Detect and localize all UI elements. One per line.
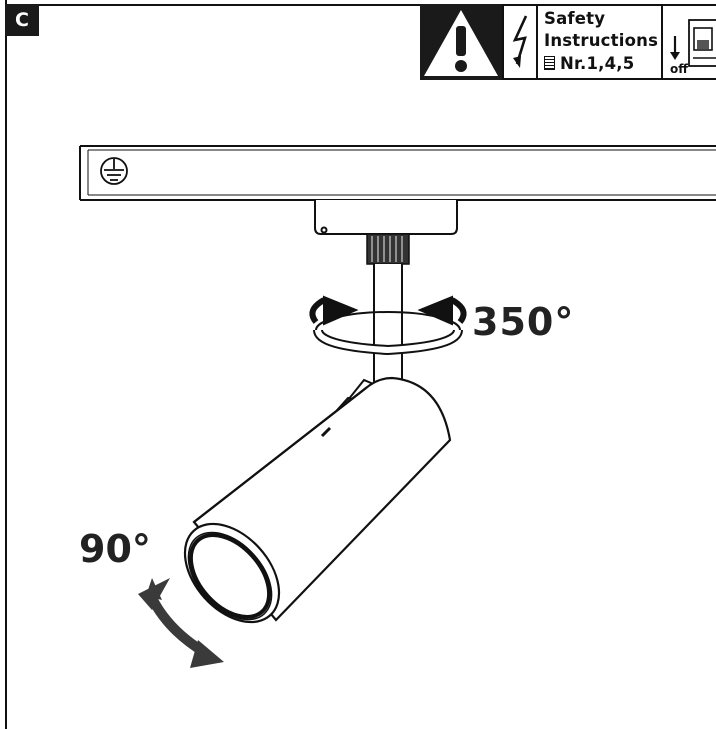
warning-triangle-icon bbox=[424, 10, 498, 76]
safety-reference: Nr.1,4,5 bbox=[544, 54, 634, 73]
lightning-icon bbox=[512, 15, 528, 68]
knurled-connector bbox=[366, 233, 410, 265]
warning-panel bbox=[420, 4, 502, 80]
track-rail bbox=[79, 145, 716, 201]
horizontal-rotation-label: 350° bbox=[472, 300, 575, 344]
track-adapter bbox=[314, 200, 458, 235]
top-border bbox=[5, 4, 716, 6]
rotation-arrow-350 bbox=[309, 295, 467, 356]
switch-off-label: off bbox=[670, 62, 688, 76]
tilt-arrow-90 bbox=[138, 578, 224, 668]
section-letter-badge: C bbox=[5, 4, 39, 36]
left-border bbox=[5, 0, 7, 729]
spotlight-lens bbox=[183, 522, 281, 624]
document-icon bbox=[544, 56, 555, 70]
electric-hazard-cell bbox=[502, 4, 538, 80]
safety-title: Safety bbox=[544, 9, 606, 28]
breaker-cell: off bbox=[661, 4, 716, 80]
tilt-angle-label: 90° bbox=[79, 527, 151, 571]
safety-reference-number: Nr.1,4,5 bbox=[560, 54, 635, 73]
arrow-down-icon bbox=[670, 52, 680, 60]
stem bbox=[373, 264, 403, 391]
ground-symbol-icon bbox=[100, 157, 128, 185]
safety-subtitle: Instructions bbox=[544, 31, 659, 50]
breaker-switch-icon bbox=[670, 19, 716, 67]
